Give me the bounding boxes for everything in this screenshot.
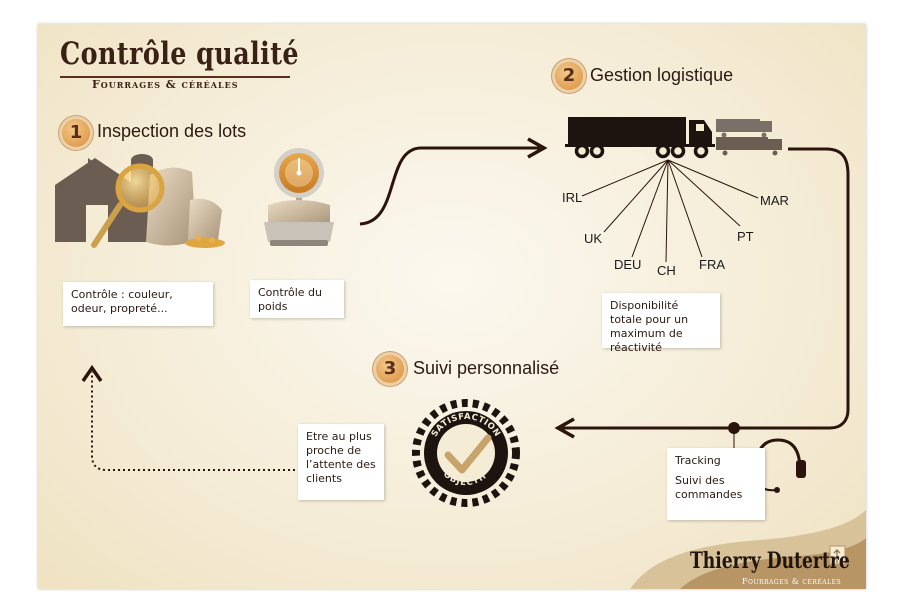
page-title: Contrôle qualité xyxy=(60,36,299,72)
step-3-badge: 3 xyxy=(376,355,404,383)
country-label: FRA xyxy=(699,257,725,272)
country-label: DEU xyxy=(614,257,642,272)
step-1-title: Inspection des lots xyxy=(97,121,247,141)
arrowhead-up xyxy=(81,364,103,382)
satisfaction-badge xyxy=(412,399,520,507)
step-2-badge: 2 xyxy=(555,62,583,90)
title-underline xyxy=(60,76,290,78)
magnifier-icon xyxy=(91,163,165,248)
country-label: MAR xyxy=(760,193,789,208)
page-subtitle: Fourrages & céréales xyxy=(92,78,239,91)
step-1-badge: 1 xyxy=(62,119,90,147)
flow-arrow-3-to-1 xyxy=(91,372,300,471)
country-label: IRL xyxy=(562,190,583,205)
flow-arrow-1-to-2 xyxy=(359,146,540,226)
brand-name: Thierry Dutertre xyxy=(690,548,850,574)
badge-text-layer: SATISFACTION OBJECTIF xyxy=(430,412,502,488)
wheat-logo-icon xyxy=(829,545,846,565)
weighing-scale-icon xyxy=(264,148,334,246)
flow-arrow-2-to-3 xyxy=(562,147,850,430)
country-label: PT xyxy=(737,229,754,244)
truck-icon xyxy=(565,117,715,159)
note-weight-control: Contrôle du poids xyxy=(250,280,344,318)
note-tracking: Tracking Suivi des commandes xyxy=(667,448,765,520)
brand-tagline: Fourrages & céréales xyxy=(742,577,842,586)
svg-text:SATISFACTION: SATISFACTION xyxy=(430,412,502,439)
svg-text:OBJECTIF: OBJECTIF xyxy=(441,469,491,488)
tracking-title: Tracking xyxy=(675,454,721,467)
arrowhead-right xyxy=(527,137,548,159)
distribution-lines xyxy=(581,159,759,263)
step-3-title: Suivi personnalisé xyxy=(413,358,560,378)
badge-top-text: SATISFACTION xyxy=(430,412,502,439)
step-2-title: Gestion logistique xyxy=(590,65,734,85)
badge-bottom-text: OBJECTIF xyxy=(441,469,490,488)
note-inspection: Contrôle : couleur, odeur, propreté... xyxy=(63,282,213,326)
note-client-expectations: Etre au plus proche de l’attente des cli… xyxy=(298,424,384,500)
brand-corner-band xyxy=(630,510,866,589)
arrowhead-left xyxy=(554,417,575,439)
country-label: UK xyxy=(584,231,603,246)
small-trucks-icon xyxy=(716,119,782,156)
note-availability: Disponibilité totale pour un maximum de … xyxy=(602,293,720,354)
country-label: CH xyxy=(657,263,676,278)
tracking-body: Suivi des commandes xyxy=(675,474,743,501)
